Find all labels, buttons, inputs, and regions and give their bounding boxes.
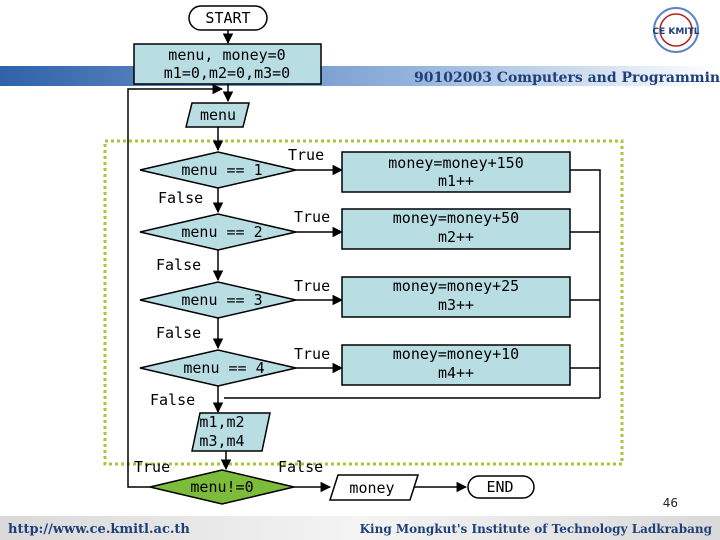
action-3-line2: m3++ — [438, 296, 474, 314]
action-box-2 — [341, 208, 571, 250]
action-3-line1: money=money+25 — [393, 277, 519, 295]
start-label: START — [205, 9, 250, 27]
logo-text: CE KMITL — [652, 27, 699, 37]
output-counts — [191, 412, 271, 452]
output-counts-line1: m1,m2 — [199, 413, 244, 431]
input-menu — [185, 102, 250, 128]
init-process — [133, 43, 322, 85]
page-number: 46 — [662, 496, 678, 510]
decision-3-label: menu == 3 — [181, 291, 262, 309]
merge-line-1 — [570, 169, 601, 398]
end-terminal — [467, 475, 535, 499]
true-label-2: True — [294, 208, 330, 226]
true-label-4: True — [294, 345, 330, 363]
init-line2: m1=0,m2=0,m3=0 — [164, 64, 290, 82]
action-box-3 — [341, 276, 571, 318]
output-counts-line2: m3,m4 — [199, 432, 244, 450]
action-2-line1: money=money+50 — [393, 209, 519, 227]
action-1-line2: m1++ — [438, 172, 474, 190]
action-4-line2: m4++ — [438, 364, 474, 382]
footer-url: http://www.ce.kmitl.ac.th — [8, 522, 190, 537]
action-1-line1: money=money+150 — [388, 154, 523, 172]
dotted-loop-boundary — [103, 139, 624, 466]
footer-bar — [0, 516, 720, 540]
output-money-label: money — [349, 479, 394, 497]
init-line1: menu, money=0 — [168, 46, 285, 64]
input-menu-label: menu — [200, 106, 236, 124]
action-box-1 — [341, 151, 571, 193]
loop-condition-label: menu!=0 — [190, 478, 253, 496]
decision-4-label: menu == 4 — [183, 359, 264, 377]
false-label-1: False — [158, 189, 203, 207]
loop-true-label: True — [134, 458, 170, 476]
course-title: 90102003 Computers and Programming — [414, 70, 720, 86]
action-box-4 — [341, 344, 571, 386]
decision-2-label: menu == 2 — [181, 223, 262, 241]
footer-institute: King Mongkut's Institute of Technology L… — [360, 522, 713, 536]
false-label-4: False — [150, 391, 195, 409]
end-label: END — [486, 478, 513, 496]
decision-1-label: menu == 1 — [181, 161, 262, 179]
true-label-1: True — [288, 146, 324, 164]
output-money — [328, 474, 420, 501]
true-label-3: True — [294, 277, 330, 295]
ce-kmitl-logo: CE KMITL — [652, 7, 700, 53]
loop-false-label: False — [278, 458, 323, 476]
false-label-2: False — [156, 256, 201, 274]
loop-back-arrow — [127, 83, 224, 488]
action-2-line2: m2++ — [438, 228, 474, 246]
action-4-line1: money=money+10 — [393, 345, 519, 363]
false-label-3: False — [156, 324, 201, 342]
